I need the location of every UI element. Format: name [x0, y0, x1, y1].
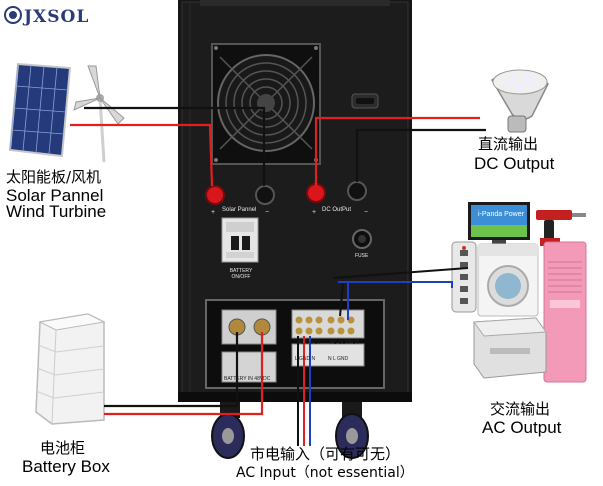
wire-solar-red — [70, 123, 214, 187]
wind-turbine-icon — [73, 65, 125, 163]
solar-panel-icon — [8, 62, 72, 158]
drill-icon — [536, 210, 586, 246]
solar-terminal-negative — [255, 185, 275, 205]
ac-input-label-cn: 市电输入（可有可无） — [250, 445, 401, 463]
solar-label-en-2: Wind Turbine — [6, 202, 107, 221]
fuse-holder-icon — [352, 229, 372, 249]
svg-text:+: + — [312, 209, 316, 216]
panel-dc-label: DC OutPut — [322, 207, 352, 213]
solar-label-en-1: Solar Pannel — [6, 186, 104, 205]
solar-label-cn: 太阳能板/风机 — [6, 168, 102, 186]
caster-wheel-right — [335, 402, 369, 459]
ac-output-label-en: AC Output — [482, 418, 562, 437]
wire-battery-black — [104, 332, 239, 408]
brand-mark-icon — [4, 6, 22, 24]
wire-ac-in — [297, 336, 311, 446]
ac-input-label-en: AC Input（not essential） — [236, 465, 414, 481]
dc-output-label-en: DC Output — [474, 154, 555, 173]
svg-text:+: + — [211, 209, 215, 216]
tv-icon: i-Panda Power — [468, 202, 530, 244]
panel-input-pins-label: L GND N — [295, 356, 316, 362]
wire-dc-red — [314, 116, 480, 186]
serial-port-icon — [351, 93, 379, 109]
svg-text:−: − — [364, 209, 368, 216]
panel-ac-input-label: AC INPUT — [298, 340, 322, 346]
panel-fuse-label: FUSE — [355, 253, 369, 259]
wire-dc-black — [355, 128, 486, 182]
solar-terminal-positive — [205, 185, 225, 205]
air-conditioner-icon — [543, 241, 587, 383]
printer-icon — [473, 317, 547, 379]
brand-name: JXSOL — [24, 7, 90, 27]
led-bulb-icon — [490, 69, 549, 133]
power-strip-icon — [451, 241, 477, 313]
brand-logo: JXSOL — [4, 6, 89, 27]
panel-battery-switch-label: BATTERY ON/OFF — [229, 268, 253, 280]
wire-battery-red — [104, 332, 264, 416]
dc-terminal-negative — [347, 181, 367, 201]
svg-text:−: − — [265, 209, 269, 216]
dc-terminal-positive — [306, 183, 326, 203]
battery-box-label-en: Battery Box — [22, 457, 110, 476]
battery-cabinet-icon — [35, 313, 106, 425]
panel-battery-in-label: BATTERY IN 48VDC — [224, 376, 271, 382]
dc-output-label-cn: 直流输出 — [478, 135, 539, 153]
ac-output-label-cn: 交流输出 — [490, 400, 551, 418]
wire-ac-out-blue — [338, 281, 453, 320]
wire-ac-out-black — [332, 267, 469, 317]
svg-text:i-Panda Power: i-Panda Power — [478, 211, 525, 218]
circuit-breaker-icon — [221, 217, 259, 263]
panel-ac-output-label: AC OUTPUT — [330, 340, 359, 346]
wire-solar-black — [84, 106, 266, 186]
battery-box-label-cn: 电池柜 — [40, 439, 86, 457]
cooling-fan-icon — [211, 43, 321, 165]
caster-wheel-left — [211, 402, 245, 459]
washing-machine-icon — [477, 243, 539, 317]
panel-solar-label: Solar Pannel — [222, 207, 257, 213]
panel-output-pins-label: N L GND — [328, 356, 349, 362]
